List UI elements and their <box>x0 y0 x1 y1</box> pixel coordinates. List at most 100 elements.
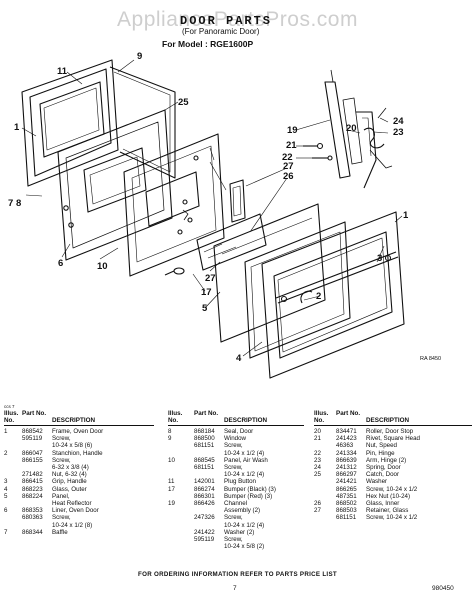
illus-cell: 8 <box>168 428 172 435</box>
part-number-cell: 241312 <box>336 464 357 472</box>
part-number-cell: 868503 <box>336 507 357 515</box>
illus-cell: 1 <box>4 428 8 435</box>
illus-cell: 7 <box>4 528 8 536</box>
illus-cell <box>168 464 194 471</box>
illus-cell <box>168 450 194 457</box>
description-cell: Bumper (Black) (3) <box>224 485 276 493</box>
description-cell: Nut, 6-32 (4) <box>52 471 87 479</box>
callout-6: 6 <box>58 258 64 269</box>
part-number-cell: 834471 <box>336 428 357 435</box>
description-cell: Channel <box>224 500 248 508</box>
part-number-cell: 681151 <box>336 514 357 522</box>
description-cell: 6-32 x 3/8 (4) <box>52 464 89 472</box>
part-number-cell: 868184 <box>194 428 215 435</box>
description-cell: Glass, Outer <box>52 485 87 493</box>
table-header: Illus. No. Part No. DESCRIPTION <box>168 410 304 426</box>
illus-cell: 2 <box>4 449 8 457</box>
callout-5: 5 <box>202 303 208 314</box>
callout-9: 9 <box>137 51 143 62</box>
part-number-cell <box>194 543 224 550</box>
illus-cell: 3 <box>4 478 8 486</box>
table-row: 10-24 x 5/8 (2) <box>168 543 304 550</box>
description-cell: Window <box>224 435 247 443</box>
illus-cell: 27 <box>314 507 321 515</box>
part-number-cell: 241422 <box>194 528 215 536</box>
callout-23: 23 <box>393 127 404 138</box>
callout-22: 22 <box>282 152 293 163</box>
window-assembly <box>21 59 119 187</box>
illus-cell <box>314 486 336 493</box>
part-number-cell <box>22 442 52 449</box>
table-row: 10-24 x 1/2 (4) <box>168 471 304 478</box>
parts-table-col-3: Illus. No. Part No. DESCRIPTION 20 834471… <box>314 410 472 522</box>
part-number-cell: 868223 <box>22 485 43 493</box>
description-cell: Baffle <box>52 528 68 536</box>
table-header: Illus. No. Part No. DESCRIPTION <box>314 410 472 426</box>
description-cell: Roller, Door Stop <box>366 428 414 435</box>
illus-cell <box>4 435 22 442</box>
description-cell: Hex Nut (10-24) <box>366 492 411 500</box>
model-label: For Model : RGE1600P <box>162 39 254 49</box>
illus-cell <box>4 514 22 521</box>
illus-cell <box>314 514 336 521</box>
exploded-diagram <box>21 59 405 379</box>
illus-cell: 24 <box>314 464 321 472</box>
outer-glass <box>244 221 351 359</box>
table-row: 10-24 x 1/2 (4) <box>168 450 304 457</box>
table-row: 681151 Screw, 10-24 x 1/2 <box>314 514 472 521</box>
ordering-footer: FOR ORDERING INFORMATION REFER TO PARTS … <box>138 571 337 578</box>
heat-panel <box>123 133 225 277</box>
part-number-cell: 866301 <box>194 492 215 500</box>
part-number-cell: 868502 <box>336 500 357 508</box>
description-cell: Frame, Oven Door <box>52 428 104 435</box>
part-number-cell: 866297 <box>336 471 357 479</box>
part-number-cell: 595119 <box>22 435 43 443</box>
description-cell: Glass, Inner <box>366 500 400 508</box>
description-cell: Rivet, Square Head <box>366 435 420 443</box>
part-number-cell: 866155 <box>22 456 43 464</box>
callout-8: 8 <box>16 198 22 209</box>
illus-cell <box>314 478 336 485</box>
illus-cell: 20 <box>314 428 321 435</box>
description-cell: Pin, Hinge <box>366 449 395 457</box>
description-cell: Screw, <box>224 442 243 450</box>
description-cell: Screw, <box>224 536 243 544</box>
description-cell: Screw, <box>224 514 243 522</box>
table-row: 6-32 x 3/8 (4) <box>4 464 154 471</box>
description-cell: Stanchion, Handle <box>52 449 103 457</box>
description-cell: Screw, 10-24 x 1/2 <box>366 514 418 522</box>
illus-cell: 19 <box>168 500 175 508</box>
part-number-cell: 271482 <box>22 471 43 479</box>
part-number-cell: 241421 <box>336 478 357 486</box>
illus-cell <box>168 442 194 449</box>
description-cell: 10-24 x 1/2 (4) <box>224 471 265 479</box>
callout-27-lower: 27 <box>205 273 216 284</box>
illus-cell: 21 <box>314 435 321 443</box>
description-cell: Screw, <box>52 435 71 443</box>
description-cell: Panel, <box>52 492 70 500</box>
illus-cell <box>4 457 22 464</box>
part-number-cell <box>194 522 224 529</box>
illus-cell: 22 <box>314 449 321 457</box>
part-number-cell: 595119 <box>194 536 215 544</box>
glass-retainer <box>229 179 246 223</box>
callout-17: 17 <box>201 287 212 298</box>
illus-cell <box>4 471 22 478</box>
table-row: Heat Reflector <box>4 500 154 507</box>
description-cell: Nut, Speed <box>366 442 397 450</box>
